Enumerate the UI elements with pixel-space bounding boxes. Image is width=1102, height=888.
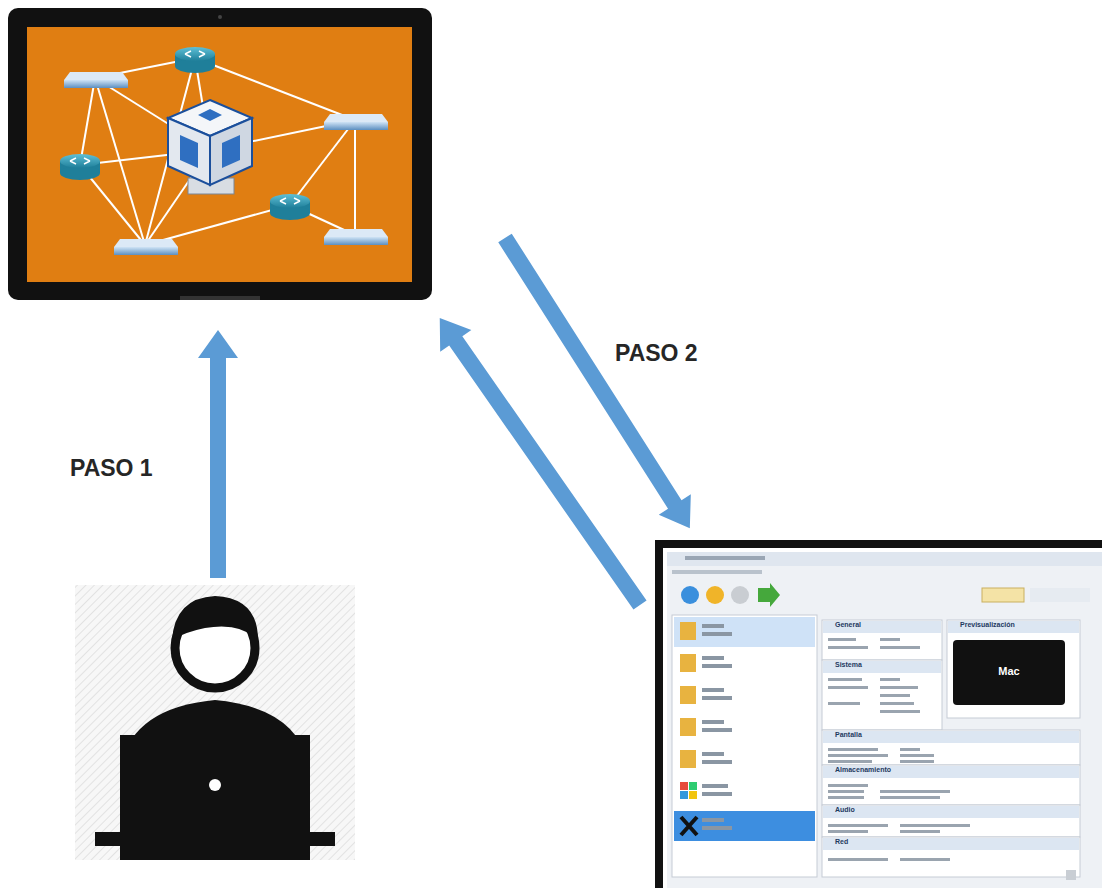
section-header: Almacenamiento [835,766,891,773]
section-header: General [835,621,861,628]
section-header: Sistema [835,661,862,668]
tablet [8,8,432,300]
window-screenshot: GeneralSistemaPantallaAlmacenamientoAudi… [655,540,1102,888]
step-label: PASO 1 [70,455,153,482]
virtualbox-cube [168,100,252,194]
router-icon [60,47,310,220]
section-header: Pantalla [835,731,862,738]
preview-name: Mac [998,665,1019,677]
section-header: Red [835,838,848,845]
section-header: Previsualización [960,621,1015,628]
step-arrow [198,228,706,616]
step-label: PASO 2 [615,340,698,367]
vm-manager-screenshot [655,540,1102,888]
switch-icon [64,72,388,255]
section-header: Audio [835,806,855,813]
user-icon [75,585,355,860]
